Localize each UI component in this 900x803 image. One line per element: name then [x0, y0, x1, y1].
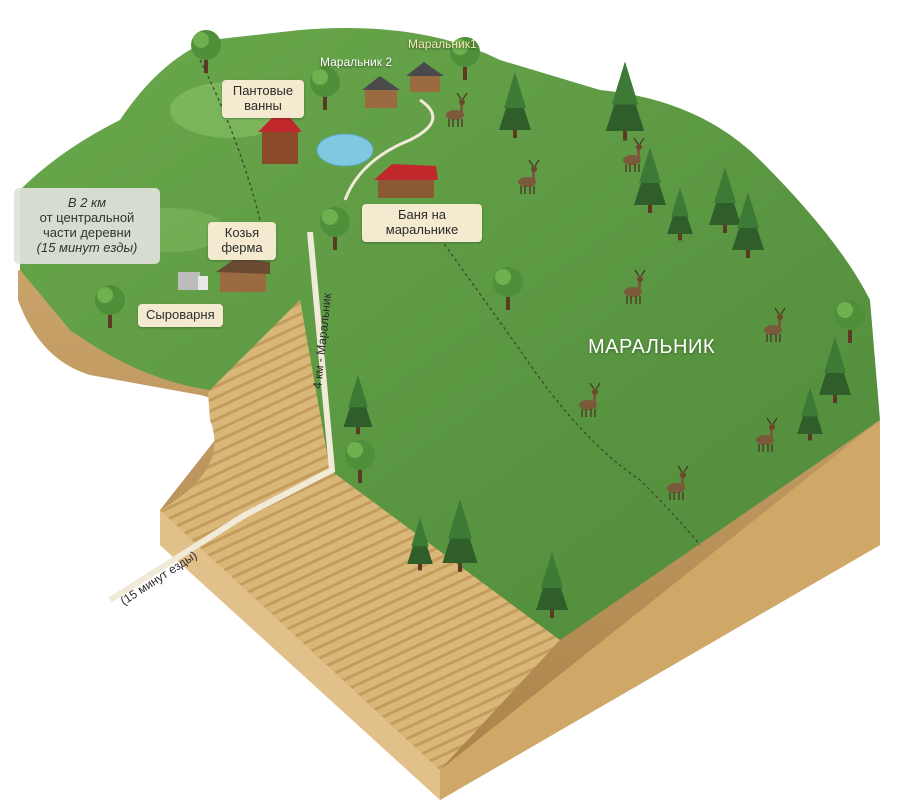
spruce-tree-icon [819, 337, 851, 403]
spruce-tree-icon [343, 374, 373, 435]
deer-icon [756, 417, 778, 452]
deciduous-tree-icon [310, 67, 340, 110]
spruce-tree-icon [605, 61, 645, 141]
deciduous-tree-icon [320, 207, 350, 250]
note-line3: (15 минут езды) [36, 239, 138, 255]
deciduous-tree-icon [835, 300, 865, 343]
spruce-tree-icon [797, 387, 823, 441]
label-cheese: Сыроварня [138, 304, 223, 327]
spruce-tree-icon [442, 499, 478, 572]
deer-icon [446, 92, 468, 127]
spruce-tree-icon [732, 192, 764, 258]
deer-icon [624, 269, 646, 304]
house-icon [216, 258, 270, 292]
deciduous-tree-icon [95, 285, 125, 328]
deciduous-tree-icon [493, 267, 523, 310]
note-line1: В 2 км [67, 195, 107, 210]
spruce-tree-icon [536, 552, 568, 618]
spruce-tree-icon [667, 187, 693, 241]
deer-icon [518, 159, 540, 194]
deciduous-tree-icon [450, 37, 480, 80]
spruce-tree-icon [709, 167, 741, 233]
plowed-field [160, 300, 560, 770]
spruce-tree-icon [634, 147, 666, 213]
note-line2: от центральной части деревни [39, 209, 135, 240]
spruce-tree-icon [499, 72, 531, 138]
fence-line [199, 59, 701, 546]
house-icon [374, 164, 438, 198]
deer-icon [579, 382, 601, 417]
road-to-maralnik [108, 231, 336, 603]
house-icon [258, 108, 302, 164]
deer-icon [623, 137, 645, 172]
label-maralnik1: Маральник1 [408, 37, 477, 51]
spruce-tree-icon [407, 517, 433, 571]
label-banya: Баня на маральнике [362, 204, 482, 242]
deciduous-tree-icon [345, 440, 375, 483]
label-maralnik2: Маральник 2 [320, 55, 392, 69]
house-icon [178, 272, 208, 290]
deciduous-tree-icon [191, 30, 221, 73]
trail-to-maralnik2 [343, 98, 435, 201]
house-icon [362, 76, 400, 108]
grass-meadow [20, 28, 880, 640]
house-icon [406, 62, 444, 92]
pond [316, 133, 374, 167]
region-label: МАРАЛЬНИК [588, 336, 715, 358]
deer-icon [764, 307, 786, 342]
deer-icon [667, 465, 689, 500]
label-bath-ponty: Пантовые ванны [222, 80, 304, 118]
label-goat-farm: Козья ферма [208, 222, 276, 260]
distance-note: В 2 км от центральной части деревни (15 … [14, 188, 160, 264]
